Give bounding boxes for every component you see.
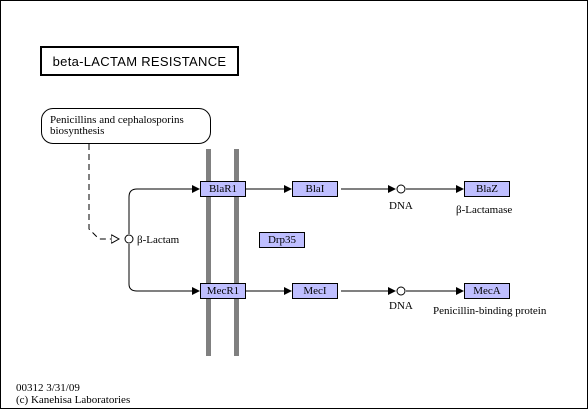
map-link-line2: biosynthesis bbox=[50, 125, 105, 137]
penicillin-binding-protein-label: Penicillin-binding protein bbox=[433, 305, 547, 317]
beta-lactamase-label: β-Lactamase bbox=[456, 204, 513, 216]
dna-node-bottom[interactable] bbox=[396, 286, 406, 296]
dna-node-top[interactable] bbox=[396, 184, 406, 194]
membrane-bar-left bbox=[206, 149, 211, 356]
beta-lactam-compound-node[interactable] bbox=[124, 234, 134, 244]
gene-blaz[interactable]: BlaZ bbox=[464, 181, 510, 197]
gene-blai[interactable]: BlaI bbox=[292, 181, 338, 197]
footer-id-date: 00312 3/31/09 bbox=[16, 382, 80, 394]
gene-meci[interactable]: MecI bbox=[292, 283, 338, 299]
gene-blar1[interactable]: BlaR1 bbox=[200, 181, 246, 197]
pathway-title: beta-LACTAM RESISTANCE bbox=[40, 46, 239, 76]
ligand-to-mecr1-arrow bbox=[128, 244, 200, 295]
dna-label-bottom: DNA bbox=[389, 300, 413, 312]
map-link-dashed-arrow bbox=[88, 144, 119, 239]
footer-copyright: (c) Kanehisa Laboratories bbox=[16, 394, 131, 406]
gene-mecr1[interactable]: MecR1 bbox=[200, 283, 246, 299]
gene-meca[interactable]: MecA bbox=[464, 283, 510, 299]
ligand-to-blar1-arrow bbox=[128, 185, 200, 234]
gene-drp35[interactable]: Drp35 bbox=[259, 232, 305, 248]
map-link-line1: Penicillins and cephalosporins bbox=[50, 114, 184, 126]
beta-lactam-label: β-Lactam bbox=[137, 234, 180, 246]
map-link-penicillins-cephalosporins[interactable]: Penicillins and cephalosporins biosynthe… bbox=[41, 108, 211, 144]
dna-label-top: DNA bbox=[389, 200, 413, 212]
membrane-bar-right bbox=[234, 149, 239, 356]
